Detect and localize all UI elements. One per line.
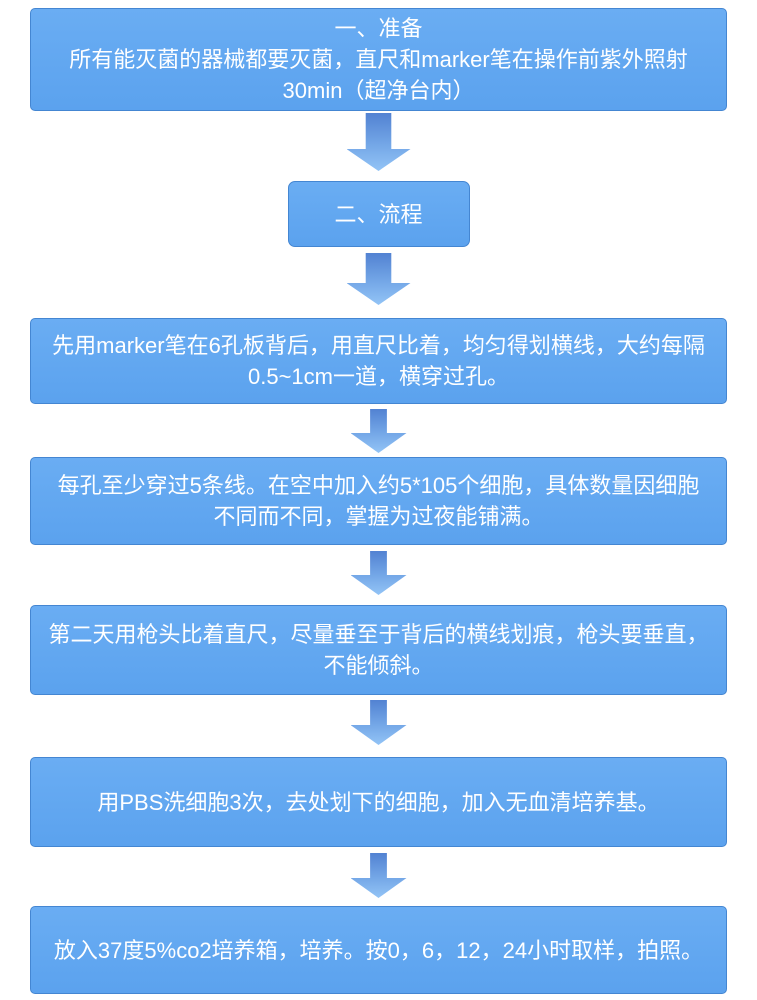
down-arrow-icon — [347, 113, 411, 171]
step-text-line: 放入37度5%co2培养箱，培养。按0，6，12，24小时取样，拍照。 — [53, 937, 704, 963]
down-arrow-icon — [351, 853, 407, 898]
step-text-line: 不同而不同，掌握为过夜能铺满。 — [213, 504, 544, 529]
step-text-line: 用PBS洗细胞3次，去处划下的细胞，加入无血清培养基。 — [97, 789, 660, 815]
down-arrow-icon — [347, 253, 411, 305]
flow-step-scratch: 第二天用枪头比着直尺，尽量垂至于背后的横线划痕，枪头要垂直， 不能倾斜。 — [30, 605, 727, 695]
step-text-line: 不能倾斜。 — [323, 653, 434, 678]
flow-step-culture: 放入37度5%co2培养箱，培养。按0，6，12，24小时取样，拍照。 — [30, 906, 727, 994]
step-title: 一、准备 — [334, 16, 423, 41]
step-text-line: 第二天用枪头比着直尺，尽量垂至于背后的横线划痕，枪头要垂直， — [48, 622, 709, 647]
step-text-line: 0.5~1cm一道，横穿过孔。 — [248, 364, 509, 389]
flow-step-process-header: 二、流程 — [287, 181, 470, 247]
down-arrow-icon — [351, 409, 407, 453]
flow-step-preparation: 一、准备 所有能灭菌的器械都要灭菌，直尺和marker笔在操作前紫外照射 30m… — [30, 8, 727, 111]
step-text-line: 30min（超净台内） — [282, 78, 475, 103]
step-text-line: 先用marker笔在6孔板背后，用直尺比着，均匀得划横线，大约每隔 — [52, 333, 705, 358]
step-text-line: 每孔至少穿过5条线。在空中加入约5*105个细胞，具体数量因细胞 — [57, 473, 700, 498]
flow-step-wash: 用PBS洗细胞3次，去处划下的细胞，加入无血清培养基。 — [30, 757, 727, 847]
step-title: 二、流程 — [334, 201, 423, 227]
down-arrow-icon — [351, 551, 407, 595]
flow-step-draw-lines: 先用marker笔在6孔板背后，用直尺比着，均匀得划横线，大约每隔 0.5~1c… — [30, 318, 727, 404]
flow-step-seed-cells: 每孔至少穿过5条线。在空中加入约5*105个细胞，具体数量因细胞 不同而不同，掌… — [30, 457, 727, 545]
step-text-line: 所有能灭菌的器械都要灭菌，直尺和marker笔在操作前紫外照射 — [69, 47, 688, 72]
down-arrow-icon — [351, 700, 407, 745]
